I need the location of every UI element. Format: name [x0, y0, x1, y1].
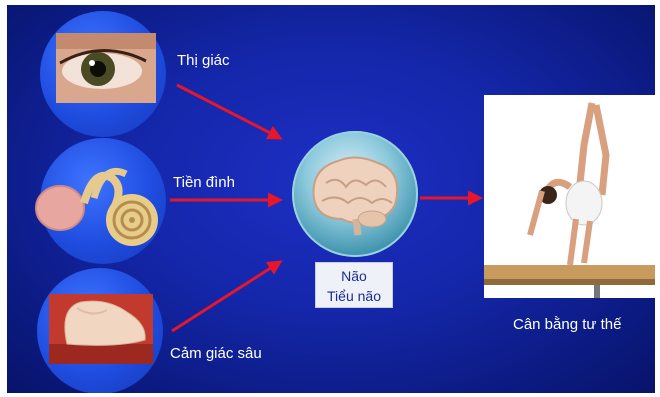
brain-label-box: Não Tiểu não [315, 262, 393, 308]
inner-ear-image [34, 138, 164, 264]
foot-image [37, 268, 163, 393]
arrow-vision-to-brain [177, 85, 280, 138]
label-vestibular: Tiền đình [173, 174, 235, 191]
vision-circle [40, 11, 166, 137]
label-result: Cân bằng tư thế [513, 316, 621, 333]
gymnast-photo [484, 95, 655, 298]
label-vision: Thị giác [177, 52, 230, 69]
label-brain: Não [316, 266, 392, 286]
label-proprioception: Cảm giác sâu [170, 345, 262, 362]
vestibular-circle [40, 138, 166, 264]
brain-image [292, 131, 418, 257]
arrow-proprioception-to-brain [172, 262, 280, 331]
slide-canvas: Thị giác Tiền đình Cảm giác sâu [7, 5, 655, 393]
brain-circle [292, 131, 418, 257]
gymnast-figure [484, 95, 655, 298]
label-cerebellum: Tiểu não [316, 286, 392, 306]
eye-image [40, 11, 166, 137]
proprioception-circle [37, 268, 163, 393]
